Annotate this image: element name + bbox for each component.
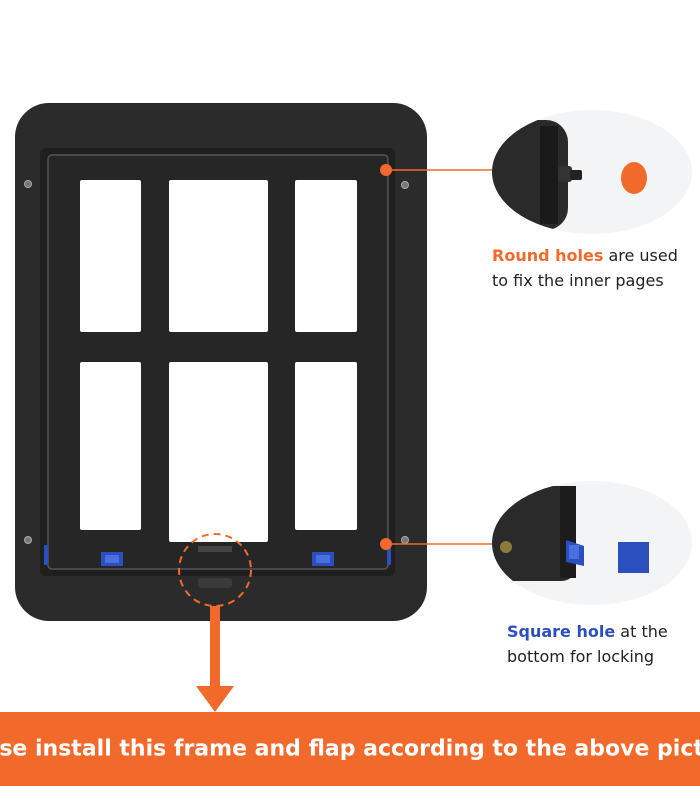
square-hole-marker [618,542,649,573]
detail-round-hole [492,110,692,234]
callout-round-line1: are used [603,246,678,265]
highlight-circle [178,533,252,607]
callout-round-line2: to fix the inner pages [492,271,664,290]
callout-round-holes: Round holes are used to fix the inner pa… [492,243,678,293]
instruction-banner: ease install this frame and flap accordi… [0,712,700,786]
callout-square-hole: Square hole at the bottom for locking [507,619,668,669]
instruction-banner-text: ease install this frame and flap accordi… [0,736,700,762]
down-arrow-icon [196,606,234,712]
frame-openings [80,180,357,542]
round-hole-marker [621,162,647,194]
callout-square-line2: bottom for locking [507,647,655,666]
callout-round-highlight: Round holes [492,246,604,265]
callout-square-line1: at the [615,622,668,641]
locking-clips [101,546,334,588]
callout-square-highlight: Square hole [507,622,616,641]
detail-square-hole [492,481,692,605]
connector-lines [380,164,495,550]
